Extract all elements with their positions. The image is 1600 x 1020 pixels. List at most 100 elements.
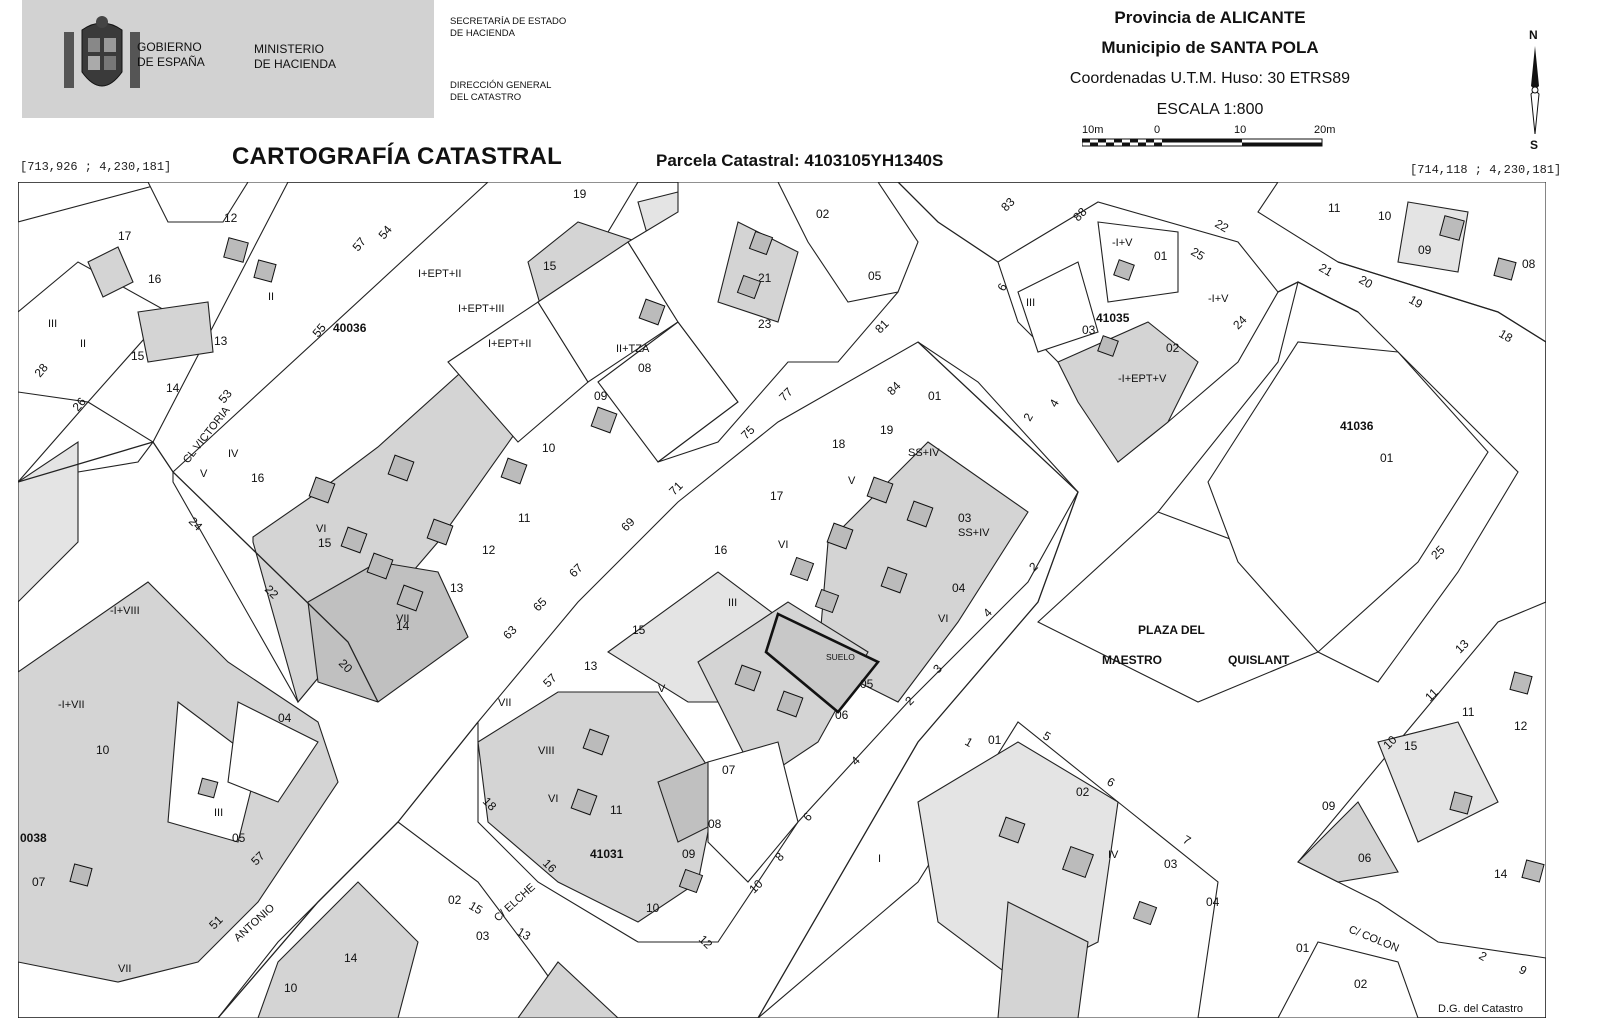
svg-text:06: 06	[1358, 851, 1372, 865]
svg-text:18: 18	[832, 437, 846, 451]
svg-text:07: 07	[32, 875, 46, 889]
corner-coordinate-right: [714,118 ; 4,230,181]	[1410, 163, 1562, 177]
svg-text:II: II	[80, 338, 86, 350]
svg-text:-I+EPT+V: -I+EPT+V	[1118, 373, 1167, 385]
svg-text:11: 11	[518, 511, 531, 525]
highlighted-parcel[interactable]	[764, 612, 881, 714]
svg-text:03: 03	[476, 929, 490, 943]
svg-text:02: 02	[448, 893, 462, 907]
svg-text:12: 12	[1514, 719, 1528, 733]
scale-label: ESCALA 1:800	[1156, 101, 1264, 118]
svg-text:02: 02	[1076, 785, 1090, 799]
svg-text:15: 15	[131, 349, 145, 363]
svg-text:IV: IV	[1108, 849, 1119, 861]
svg-text:12: 12	[224, 211, 238, 225]
svg-text:15: 15	[318, 536, 332, 550]
svg-text:PLAZA DEL: PLAZA DEL	[1138, 623, 1205, 637]
svg-text:17: 17	[118, 229, 132, 243]
corner-coordinate-left: [713,926 ; 4,230,181]	[20, 160, 172, 174]
svg-text:SUELO: SUELO	[826, 652, 855, 662]
svg-text:17: 17	[770, 489, 784, 503]
svg-text:16: 16	[148, 272, 162, 286]
svg-text:VI: VI	[778, 539, 788, 551]
svg-text:12: 12	[482, 543, 496, 557]
catastro-credit: D.G. del Catastro	[1438, 1003, 1523, 1015]
svg-text:15: 15	[467, 898, 486, 917]
svg-text:VI: VI	[548, 793, 558, 805]
svg-text:05: 05	[868, 269, 882, 283]
svg-text:VIII: VIII	[538, 745, 555, 757]
svg-text:I+EPT+II: I+EPT+II	[418, 268, 461, 280]
svg-text:01: 01	[1296, 941, 1310, 955]
svg-text:0038: 0038	[20, 831, 47, 845]
svg-text:III: III	[1026, 297, 1035, 309]
south-label: S	[1530, 138, 1539, 152]
svg-text:08: 08	[1522, 257, 1536, 271]
svg-text:III: III	[48, 318, 57, 330]
svg-text:19: 19	[1407, 292, 1426, 311]
svg-text:04: 04	[952, 581, 966, 595]
svg-text:10: 10	[284, 981, 298, 995]
svg-text:I+EPT+III: I+EPT+III	[458, 303, 504, 315]
svg-text:18: 18	[1497, 326, 1516, 345]
svg-text:11: 11	[610, 803, 623, 817]
svg-text:13: 13	[515, 924, 534, 943]
svg-text:25: 25	[1189, 244, 1208, 263]
svg-text:13: 13	[450, 581, 464, 595]
svg-text:20: 20	[1357, 272, 1376, 291]
svg-text:II: II	[268, 291, 274, 303]
svg-text:10: 10	[1378, 209, 1392, 223]
svg-text:15: 15	[1404, 739, 1418, 753]
north-arrow: N S	[1526, 28, 1546, 154]
coordinate-system-label: Coordenadas U.T.M. Huso: 30 ETRS89	[1069, 70, 1351, 87]
svg-text:01: 01	[988, 733, 1002, 747]
svg-text:-I+V: -I+V	[1112, 237, 1133, 249]
svg-text:I+EPT+II: I+EPT+II	[488, 338, 531, 350]
svg-text:41035: 41035	[1096, 311, 1130, 325]
north-label: N	[1529, 28, 1538, 42]
svg-text:03: 03	[1164, 857, 1178, 871]
svg-text:14: 14	[166, 381, 180, 395]
block-41035: 41035 01 02 03 -I+V -I+V -I+EPT+V III	[997, 201, 1279, 463]
svg-text:21: 21	[1317, 260, 1336, 279]
svg-text:09: 09	[1418, 243, 1432, 257]
svg-text:01: 01	[1154, 249, 1168, 263]
svg-text:07: 07	[722, 763, 736, 777]
svg-text:40036: 40036	[333, 321, 367, 335]
svg-text:08: 08	[638, 361, 652, 375]
svg-text:02: 02	[1166, 341, 1180, 355]
svg-text:15: 15	[543, 259, 557, 273]
svg-text:03: 03	[1082, 323, 1096, 337]
svg-text:04: 04	[278, 711, 292, 725]
svg-text:09: 09	[594, 389, 608, 403]
svg-text:VII: VII	[118, 963, 131, 975]
parcel-reference: Parcela Catastral: 4103105YH1340S	[656, 151, 944, 170]
compass-needle-icon	[1530, 46, 1540, 134]
street-edges	[18, 182, 1546, 1018]
svg-text:10: 10	[542, 441, 556, 455]
svg-text:14: 14	[344, 951, 358, 965]
svg-text:15: 15	[632, 623, 646, 637]
svg-text:10: 10	[96, 743, 110, 757]
svg-text:09: 09	[1322, 799, 1336, 813]
svg-text:-I+VIII: -I+VIII	[110, 605, 140, 617]
svg-text:23: 23	[758, 317, 772, 331]
svg-text:11: 11	[1462, 705, 1475, 719]
svg-text:I: I	[878, 853, 881, 865]
svg-text:05: 05	[860, 677, 874, 691]
svg-text:VI: VI	[316, 523, 326, 535]
svg-text:III: III	[728, 597, 737, 609]
svg-text:-I+V: -I+V	[1208, 293, 1229, 305]
svg-text:14: 14	[1494, 867, 1508, 881]
svg-text:-I+VII: -I+VII	[58, 699, 85, 711]
svg-text:13: 13	[584, 659, 598, 673]
svg-text:V: V	[658, 683, 666, 695]
